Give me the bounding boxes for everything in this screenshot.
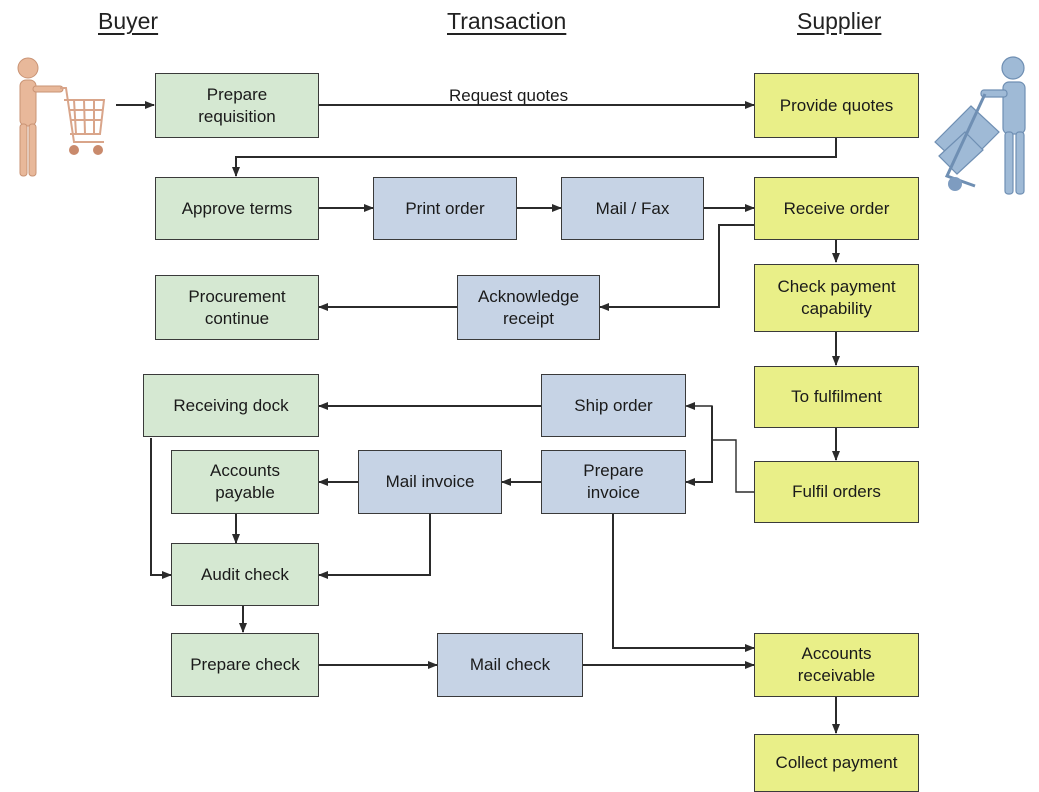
- arrow-fulfil-to-ship: [685, 402, 754, 493]
- arrow-invoice-to-receivable: [612, 514, 755, 652]
- arrow-receive-to-acknowledge: [599, 224, 754, 311]
- to-fulfilment-box: To fulfilment: [754, 366, 919, 428]
- receive-order-box: Receive order: [754, 177, 919, 240]
- mail-invoice-box: Mail invoice: [358, 450, 502, 514]
- procurement-continue-box: Procurement continue: [155, 275, 319, 340]
- print-order-box: Print order: [373, 177, 517, 240]
- audit-check-box: Audit check: [171, 543, 319, 606]
- shopping-cart-person-icon: [17, 57, 106, 177]
- supplier-header: Supplier: [797, 8, 882, 34]
- request-quotes-label: Request quotes: [449, 86, 569, 105]
- arrow-mail-invoice-to-audit: [318, 514, 431, 579]
- fulfil-orders-box: Fulfil orders: [754, 461, 919, 523]
- hand-truck-delivery-person-icon: [934, 56, 1026, 195]
- arrow-fulfil-to-invoice: [685, 406, 713, 486]
- mail-check-box: Mail check: [437, 633, 583, 697]
- prepare-check-box: Prepare check: [171, 633, 319, 697]
- mail-fax-box: Mail / Fax: [561, 177, 704, 240]
- arrow-quotes-to-approve: [232, 138, 837, 177]
- arrow-receiving-to-audit: [150, 438, 172, 579]
- accounts-payable-box: Accounts payable: [171, 450, 319, 514]
- check-payment-capability-box: Check payment capability: [754, 264, 919, 332]
- prepare-requisition-box: Prepare requisition: [155, 73, 319, 138]
- receiving-dock-box: Receiving dock: [143, 374, 319, 437]
- ship-order-box: Ship order: [541, 374, 686, 437]
- approve-terms-box: Approve terms: [155, 177, 319, 240]
- collect-payment-box: Collect payment: [754, 734, 919, 792]
- transaction-header: Transaction: [447, 8, 567, 34]
- acknowledge-receipt-box: Acknowledge receipt: [457, 275, 600, 340]
- buyer-header: Buyer: [98, 8, 159, 34]
- accounts-receivable-box: Accounts receivable: [754, 633, 919, 697]
- provide-quotes-box: Provide quotes: [754, 73, 919, 138]
- prepare-invoice-box: Prepare invoice: [541, 450, 686, 514]
